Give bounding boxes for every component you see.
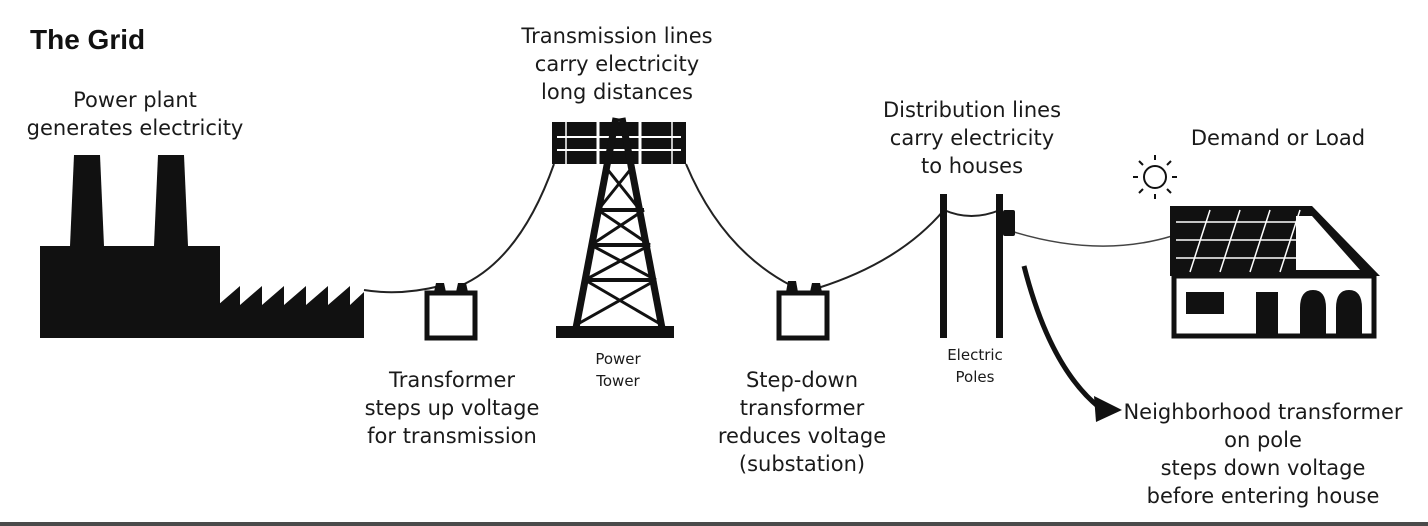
distribution-lines-label: Distribution lines carry electricity to … — [882, 98, 1062, 178]
service-drop-wire — [1013, 231, 1173, 247]
distribution-wire — [817, 209, 1001, 289]
step-down-label: Step-down transformer reduces voltage (s… — [717, 368, 887, 476]
bottom-border — [0, 522, 1428, 526]
power-tower-icon — [552, 117, 686, 338]
transmission-wire — [363, 163, 793, 294]
house-icon — [1170, 206, 1380, 339]
step-down-transformer-icon — [776, 281, 830, 341]
sun-icon — [1133, 155, 1177, 199]
demand-label: Demand or Load — [1190, 126, 1366, 150]
power-plant-icon — [40, 155, 364, 338]
transformer-label: Transformer steps up voltage for transmi… — [364, 368, 540, 448]
electric-poles-icon — [940, 194, 1015, 338]
pointer-arrow — [1021, 265, 1122, 422]
electric-poles-label: Electric Poles — [947, 346, 1003, 386]
transmission-lines-label: Transmission lines carry electricity lon… — [521, 24, 713, 104]
power-plant-label: Power plant generates electricity — [26, 88, 244, 140]
power-tower-label: Power Tower — [595, 350, 641, 390]
diagram-title: The Grid — [30, 24, 146, 55]
step-up-transformer-icon — [424, 283, 478, 341]
neighborhood-transformer-label: Neighborhood transformer on pole steps d… — [1123, 400, 1403, 508]
